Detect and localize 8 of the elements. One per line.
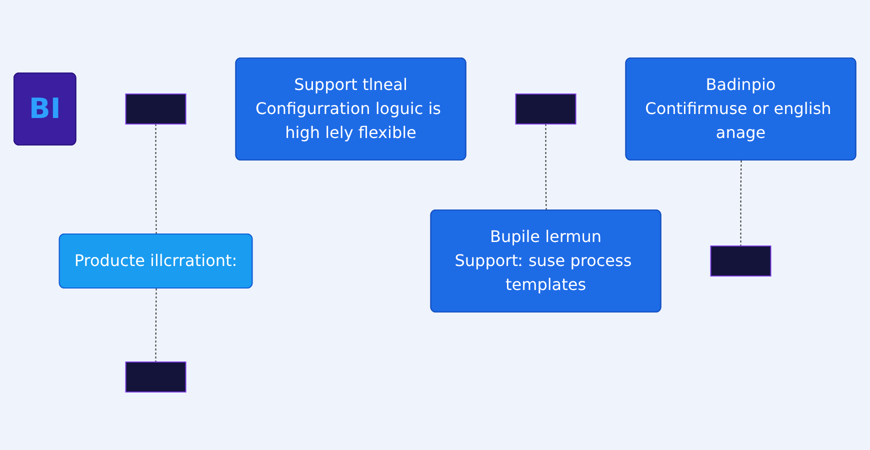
connector (740, 160, 742, 246)
connector (155, 288, 157, 362)
connector (545, 124, 547, 211)
node-box (125, 94, 186, 124)
connector (155, 124, 157, 235)
node-box (515, 94, 576, 124)
node-box (125, 362, 186, 392)
node-box (710, 246, 772, 276)
